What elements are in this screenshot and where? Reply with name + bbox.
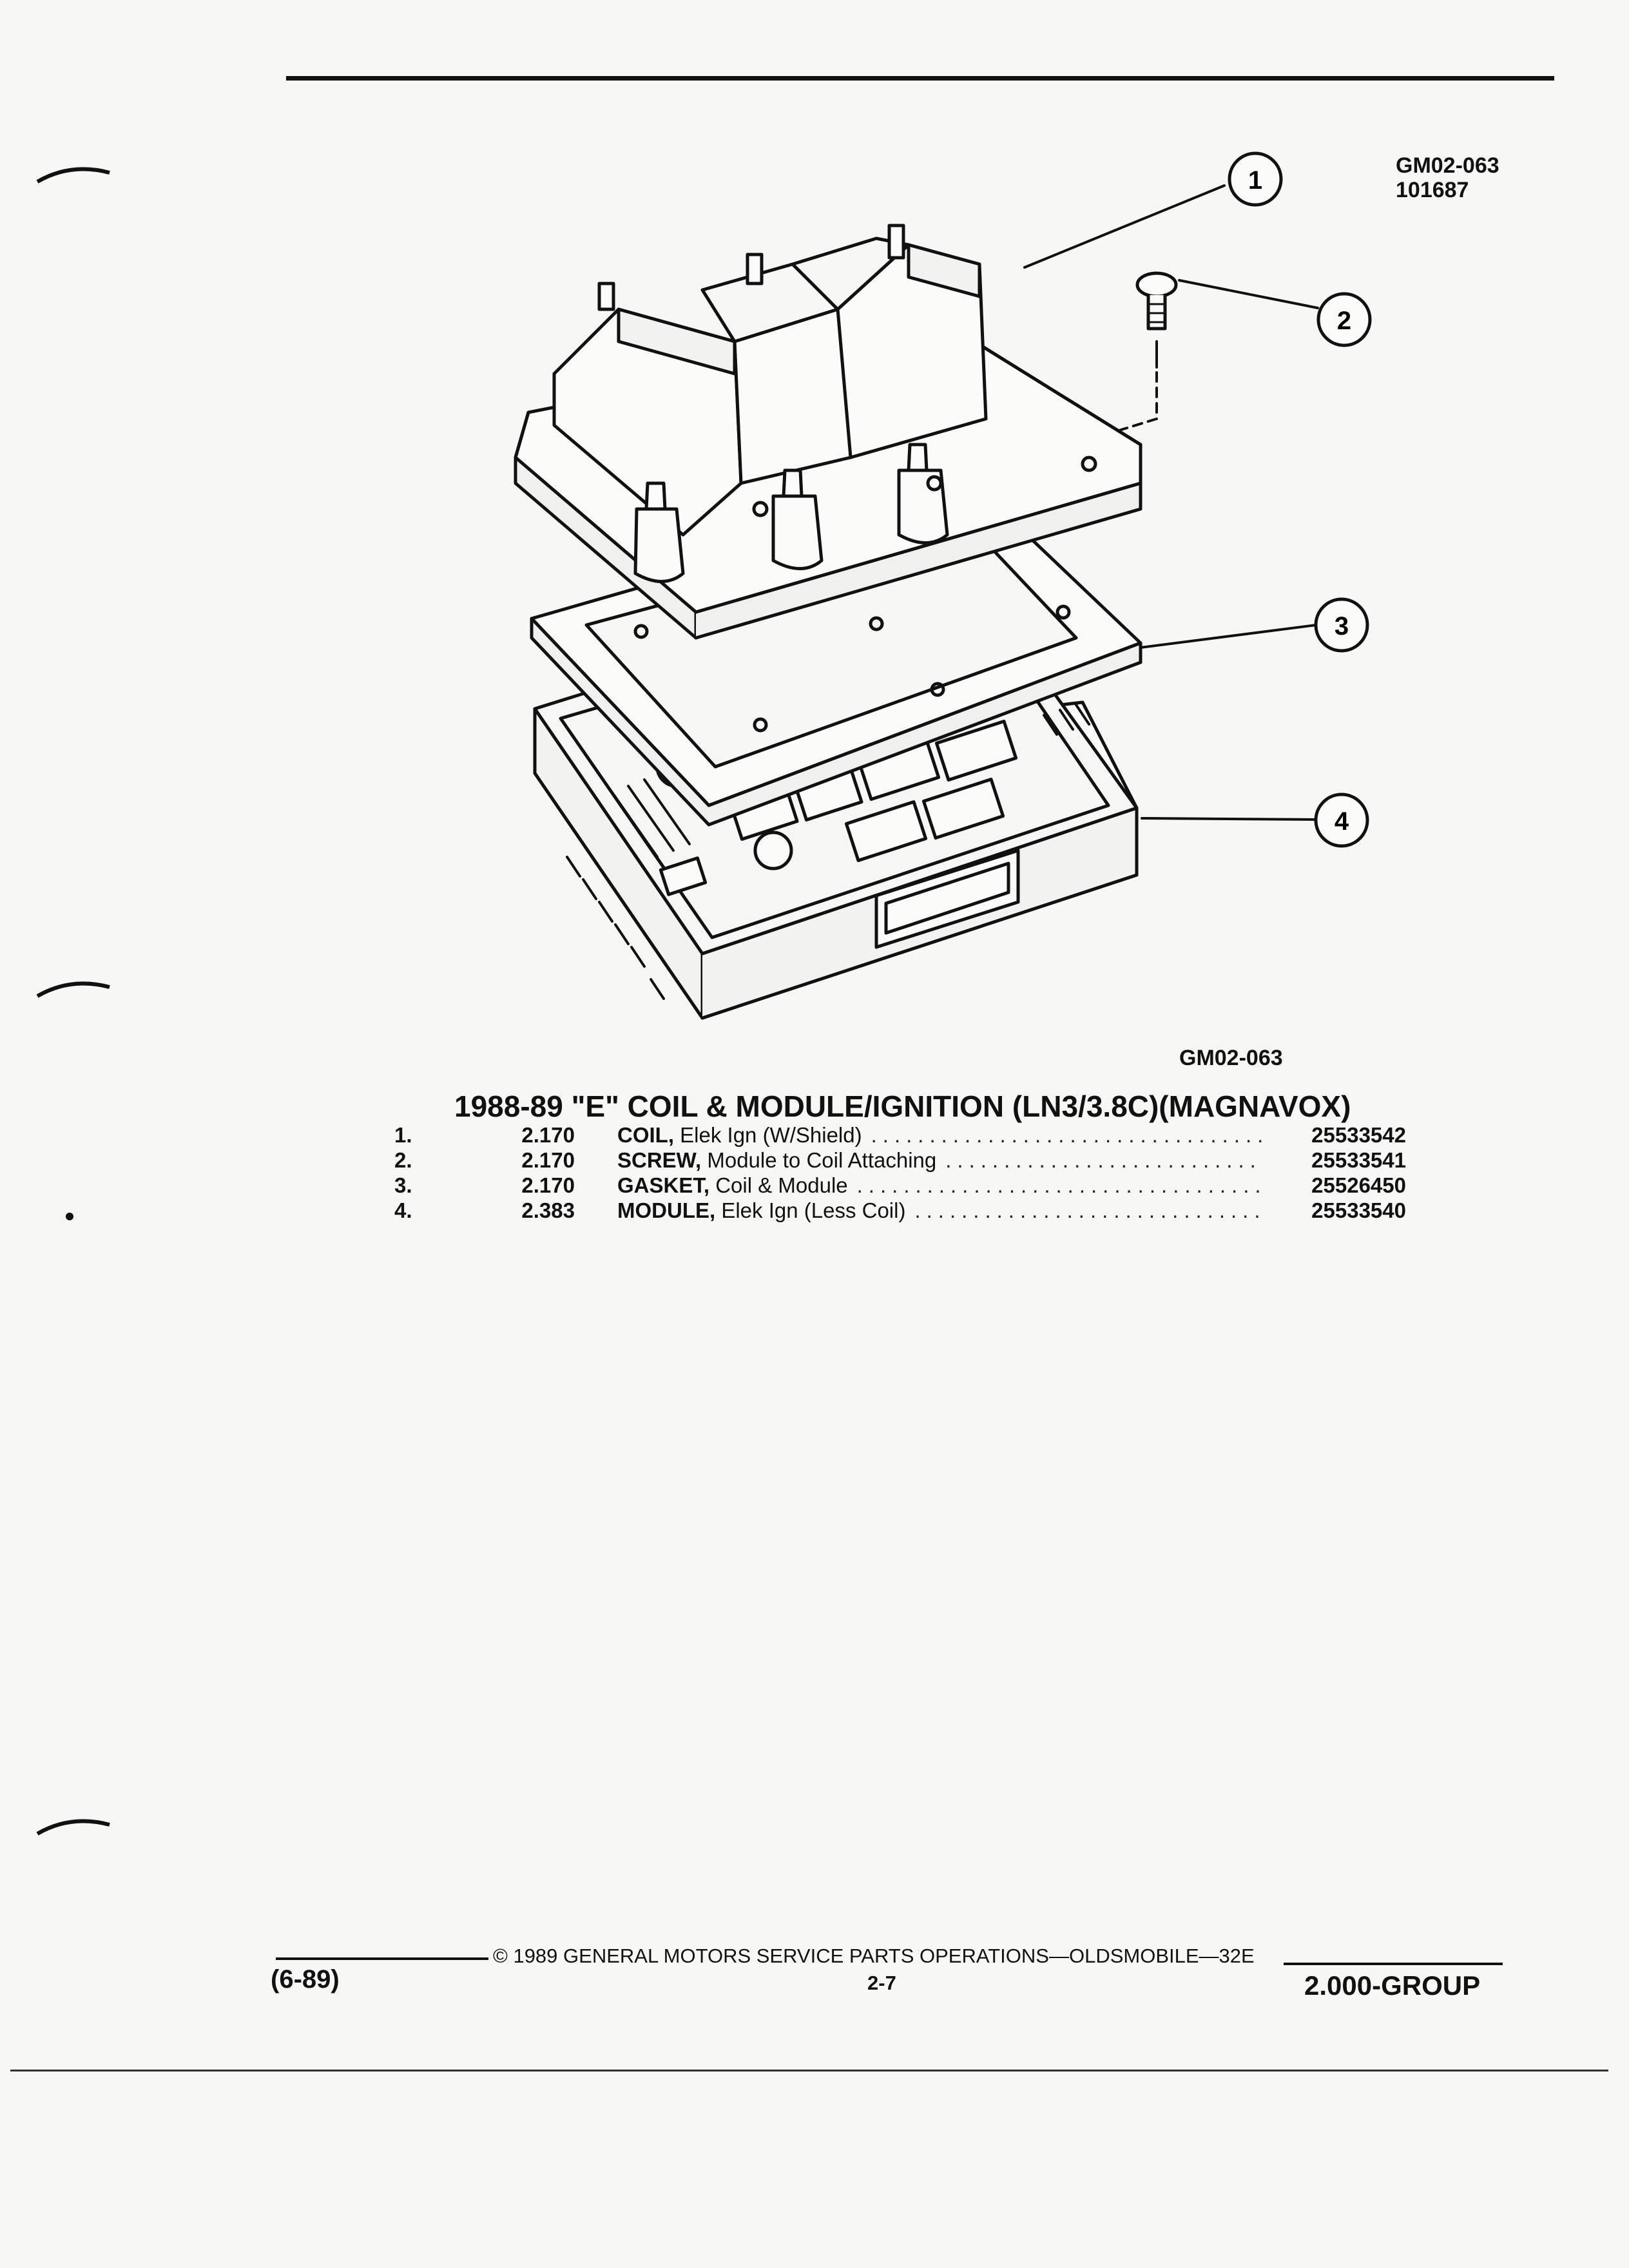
footer-copyright: © 1989 GENERAL MOTORS SERVICE PARTS OPER… [493,1945,1255,1967]
part-name: COIL, [617,1123,674,1147]
part-detail: Elek Ign (W/Shield) [680,1123,862,1147]
part-description: MODULE, Elek Ign (Less Coil) ...........… [617,1198,1271,1223]
callout-2: 2 [1337,307,1351,335]
part-description: GASKET, Coil & Module ..................… [617,1173,1271,1198]
parts-row: 3. 2.170 GASKET, Coil & Module .........… [394,1173,1406,1198]
parts-row: 2. 2.170 SCREW, Module to Coil Attaching… [394,1148,1406,1173]
callout-circle-4 [1314,793,1369,848]
parts-list: 1. 2.170 COIL, Elek Ign (W/Shield) .....… [394,1122,1406,1223]
callout-circle-2 [1316,292,1372,347]
figure-reference: GM02-063 101687 [1396,153,1499,202]
group-number: 2.170 [521,1123,575,1147]
punch-mark-top [36,167,110,184]
group-number: 2.383 [521,1198,575,1222]
leader-line-1 [1023,184,1226,269]
margin-dot [66,1213,73,1220]
punch-mark-middle [36,981,110,998]
diagram-caption-code: GM02-063 [1179,1046,1283,1070]
attaching-screw [1113,271,1178,433]
footer-date: (6-89) [271,1965,340,1994]
punch-mark-bottom [36,1819,110,1836]
figure-date: 101687 [1396,178,1469,202]
leader-line-4 [1141,817,1318,821]
ignition-coil [514,224,1142,640]
callout-4: 4 [1335,807,1349,836]
item-number: 2. [394,1148,412,1172]
leader-line-2 [1178,279,1319,309]
part-detail: Coil & Module [715,1173,848,1197]
item-number: 4. [394,1198,412,1222]
part-detail: Elek Ign (Less Coil) [721,1198,906,1222]
part-description: COIL, Elek Ign (W/Shield) ..............… [617,1122,1271,1148]
item-number: 1. [394,1123,412,1147]
parts-row: 4. 2.383 MODULE, Elek Ign (Less Coil) ..… [394,1198,1406,1223]
group-number: 2.170 [521,1148,575,1172]
leader-dots: ........................................… [945,1148,1262,1172]
footer-rule-right [1284,1963,1503,1965]
footer-group: 2.000-GROUP [1304,1970,1481,2001]
footer-page-number: 2-7 [867,1972,896,1994]
part-number: 25533542 [1311,1123,1406,1147]
leader-dots: ........................................… [856,1173,1262,1197]
part-name: GASKET, [617,1173,710,1197]
callout-circle-3 [1314,597,1369,653]
callout-3: 3 [1335,612,1349,640]
exploded-view-diagram: 1 2 3 4 [514,151,1372,1020]
part-number: 25533541 [1311,1148,1406,1172]
part-number: 25526450 [1311,1173,1406,1197]
part-detail: Module to Coil Attaching [707,1148,937,1172]
parts-row: 1. 2.170 COIL, Elek Ign (W/Shield) .....… [394,1122,1406,1148]
punch-marks [36,167,110,1836]
leader-line-3 [1139,624,1318,649]
part-name: SCREW, [617,1148,702,1172]
part-description: SCREW, Module to Coil Attaching ........… [617,1148,1271,1173]
leader-dots: ........................................… [914,1198,1262,1222]
part-number: 25533540 [1311,1198,1406,1222]
bottom-rule [10,2070,1608,2071]
leader-dots: ........................................… [871,1123,1262,1147]
group-number: 2.170 [521,1173,575,1197]
item-number: 3. [394,1173,412,1197]
footer-rule-left [276,1957,488,1960]
figure-code: GM02-063 [1396,153,1499,178]
part-name: MODULE, [617,1198,716,1222]
callout-circle-1 [1228,151,1283,207]
section-title: 1988-89 "E" COIL & MODULE/IGNITION (LN3/… [454,1090,1351,1123]
callout-1: 1 [1248,166,1262,195]
top-rule [286,76,1554,81]
